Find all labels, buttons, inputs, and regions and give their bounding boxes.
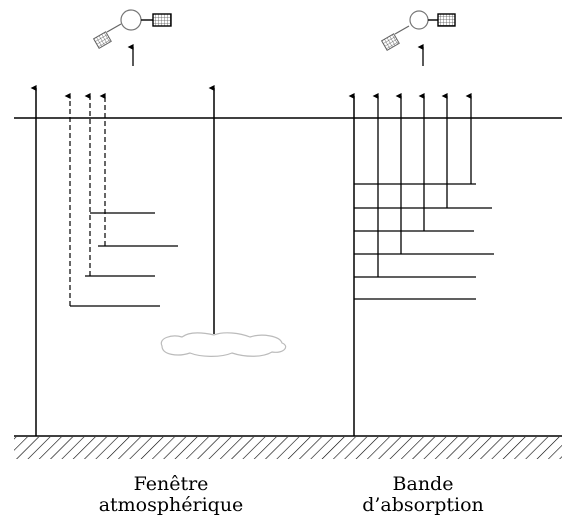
left-layer-lines <box>70 212 178 307</box>
cloud-icon <box>160 332 287 357</box>
right-emission-arrows <box>372 93 472 277</box>
caption-right-line-2: d’absorption <box>362 494 484 516</box>
satellite-icon <box>92 9 172 50</box>
satellite-icon <box>380 10 456 52</box>
caption-absorption-band: Bande d’absorption <box>348 474 498 516</box>
caption-left-line-2: atmosphérique <box>98 494 244 516</box>
caption-left-line-1: Fenêtre <box>133 473 209 495</box>
left-dashed-emission-arrows <box>64 93 106 306</box>
right-layer-lines <box>354 183 494 300</box>
caption-right-line-1: Bande <box>392 473 454 495</box>
ground-hatching <box>14 437 562 459</box>
caption-atmospheric-window: Fenêtre atmosphérique <box>96 474 246 516</box>
